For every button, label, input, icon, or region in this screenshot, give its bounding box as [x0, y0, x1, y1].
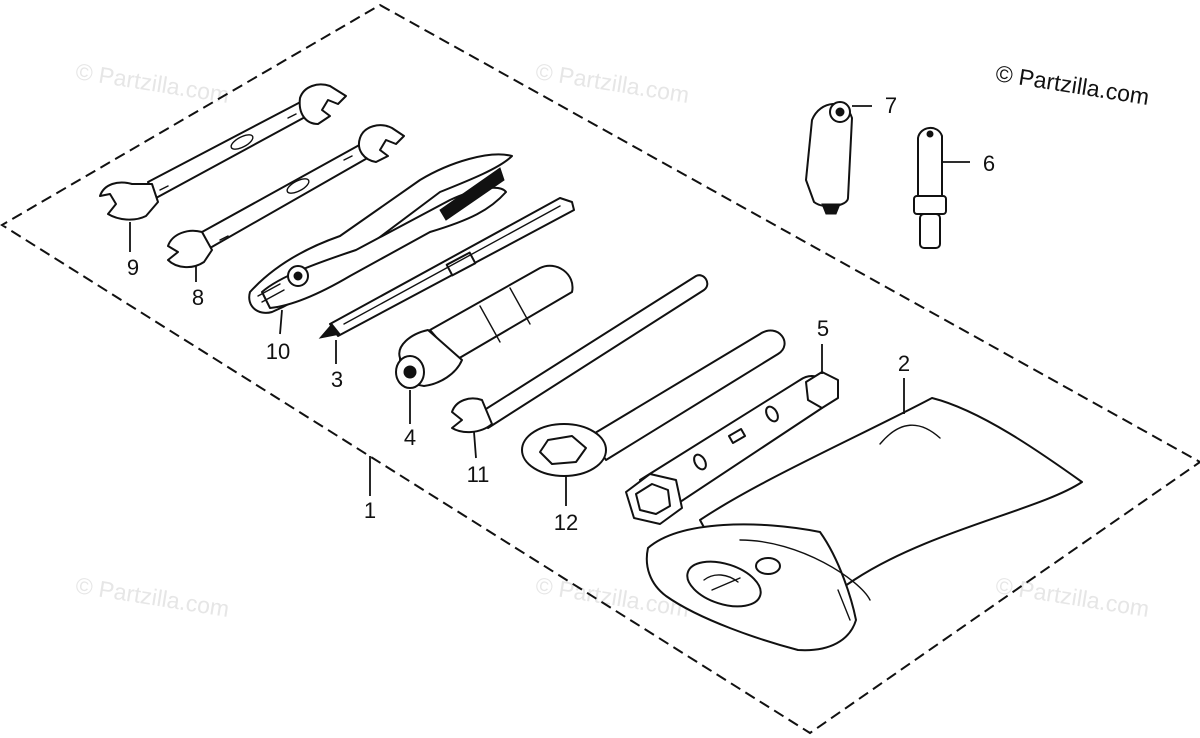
- handle-7-icon: [805, 101, 853, 215]
- long-wrench-11-icon: [451, 274, 709, 434]
- callout-3: 3: [330, 367, 344, 392]
- callout-8: 8: [191, 285, 205, 310]
- tool-pouch-2-icon: [645, 397, 1083, 652]
- callout-7: 7: [884, 93, 898, 118]
- wrench-9-icon: [99, 83, 347, 221]
- callout-6: 6: [982, 151, 996, 176]
- callout-4: 4: [403, 425, 417, 450]
- socket-wrench-4-icon: [395, 264, 574, 389]
- pliers-10-icon: [248, 153, 513, 314]
- callout-9: 9: [126, 255, 140, 280]
- tube-wrench-5-icon: [625, 371, 839, 525]
- callout-5: 5: [816, 316, 830, 341]
- leader-line: [473, 431, 477, 459]
- tool-kit-boundary: [0, 3, 1200, 735]
- ring-wrench-12-icon: [521, 329, 786, 477]
- wrench-8-icon: [167, 124, 405, 268]
- pin-6-icon: [913, 127, 947, 249]
- leader-line: [279, 309, 283, 335]
- callout-12: 12: [553, 510, 579, 535]
- screwdriver-3-icon: [318, 197, 575, 339]
- callout-1: 1: [363, 498, 377, 523]
- callout-10: 10: [265, 339, 291, 364]
- callout-2: 2: [897, 351, 911, 376]
- callout-11: 11: [466, 462, 490, 487]
